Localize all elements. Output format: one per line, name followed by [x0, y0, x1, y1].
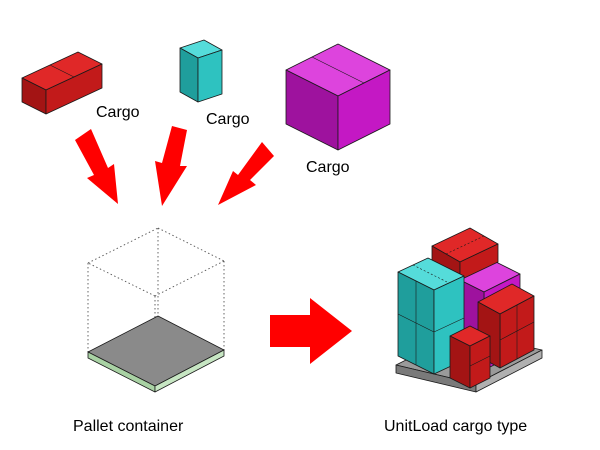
cargo-box-red — [21, 51, 103, 115]
unitload-stack — [395, 227, 543, 393]
cargo-box-magenta — [285, 43, 391, 151]
cargo-label-1: Cargo — [96, 104, 140, 121]
cargo-label-3: Cargo — [306, 159, 350, 176]
unitload-label: UnitLoad cargo type — [384, 418, 527, 435]
arrow-icon — [75, 129, 118, 204]
arrow-icon — [155, 126, 187, 206]
cargo-box-teal — [179, 39, 223, 103]
arrow-icon — [218, 142, 274, 205]
arrow-right-icon — [270, 298, 352, 364]
pallet-container — [87, 227, 225, 393]
pallet-container-label: Pallet container — [73, 418, 184, 435]
cargo-label-2: Cargo — [206, 111, 250, 128]
